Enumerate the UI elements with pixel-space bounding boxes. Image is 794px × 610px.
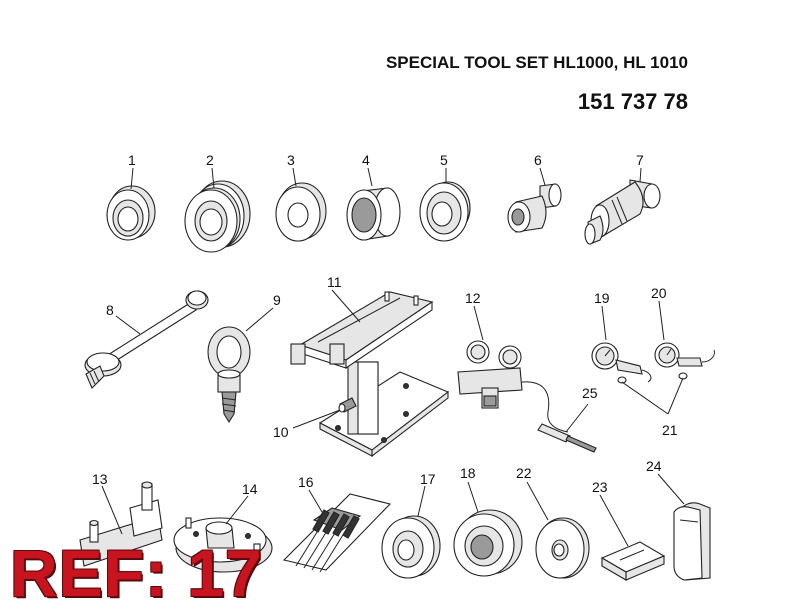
part-7-drift (584, 179, 661, 245)
callout-23: 23 (592, 479, 608, 495)
callout-21: 21 (662, 422, 678, 438)
callout-22: 22 (516, 465, 532, 481)
part-6-stepped-pin (507, 183, 562, 233)
callout-13: 13 (92, 471, 108, 487)
part-13-pin-plate (79, 481, 163, 567)
part-2-grooved-bushing (184, 180, 251, 253)
callout-20: 20 (651, 285, 667, 301)
part-19-pressure-gauge (591, 342, 652, 384)
callout-4: 4 (362, 152, 370, 168)
callout-25: 25 (582, 385, 598, 401)
reference-label: REF: 17 (10, 536, 263, 610)
callout-11: 11 (327, 274, 342, 290)
part-8-puller-rod (84, 290, 209, 389)
callout-18: 18 (460, 465, 476, 481)
callout-12: 12 (465, 290, 481, 306)
part-24-pad (673, 502, 711, 581)
callout-17: 17 (420, 471, 436, 487)
callout-8: 8 (106, 302, 114, 318)
part-22-washer (535, 517, 590, 579)
page-title: SPECIAL TOOL SET HL1000, HL 1010 (385, 53, 688, 72)
callout-3: 3 (287, 152, 295, 168)
part-5-bushing (419, 181, 471, 242)
callout-1: 1 (128, 152, 136, 168)
part-11-press-stand (290, 291, 450, 458)
callout-6: 6 (534, 152, 542, 168)
callout-16: 16 (298, 474, 314, 490)
callout-9: 9 (273, 292, 281, 308)
part-3-bushing (275, 182, 327, 242)
callout-14: 14 (242, 481, 258, 497)
callout-7: 7 (636, 152, 644, 168)
callout-2: 2 (206, 152, 214, 168)
part-4-sleeve (346, 187, 401, 241)
part-16-screwdriver-set (282, 493, 392, 573)
part-17-bushing (381, 515, 441, 579)
part-18-bushing (453, 509, 523, 577)
callout-10: 10 (273, 424, 289, 440)
callout-5: 5 (440, 152, 448, 168)
part-number: 151 737 78 (577, 89, 688, 114)
part-12-pressure-regulator (457, 340, 569, 433)
part-20-pressure-gauge (654, 342, 715, 380)
part-1-bushing (106, 185, 156, 241)
callout-19: 19 (594, 290, 610, 306)
part-10-pin (338, 397, 357, 413)
callout-24: 24 (646, 458, 662, 474)
part-23-block (600, 541, 666, 581)
part-14-hub-plate (173, 517, 273, 573)
part-25-hose-probe (537, 423, 597, 453)
part-9-eye-bolt (207, 326, 251, 424)
